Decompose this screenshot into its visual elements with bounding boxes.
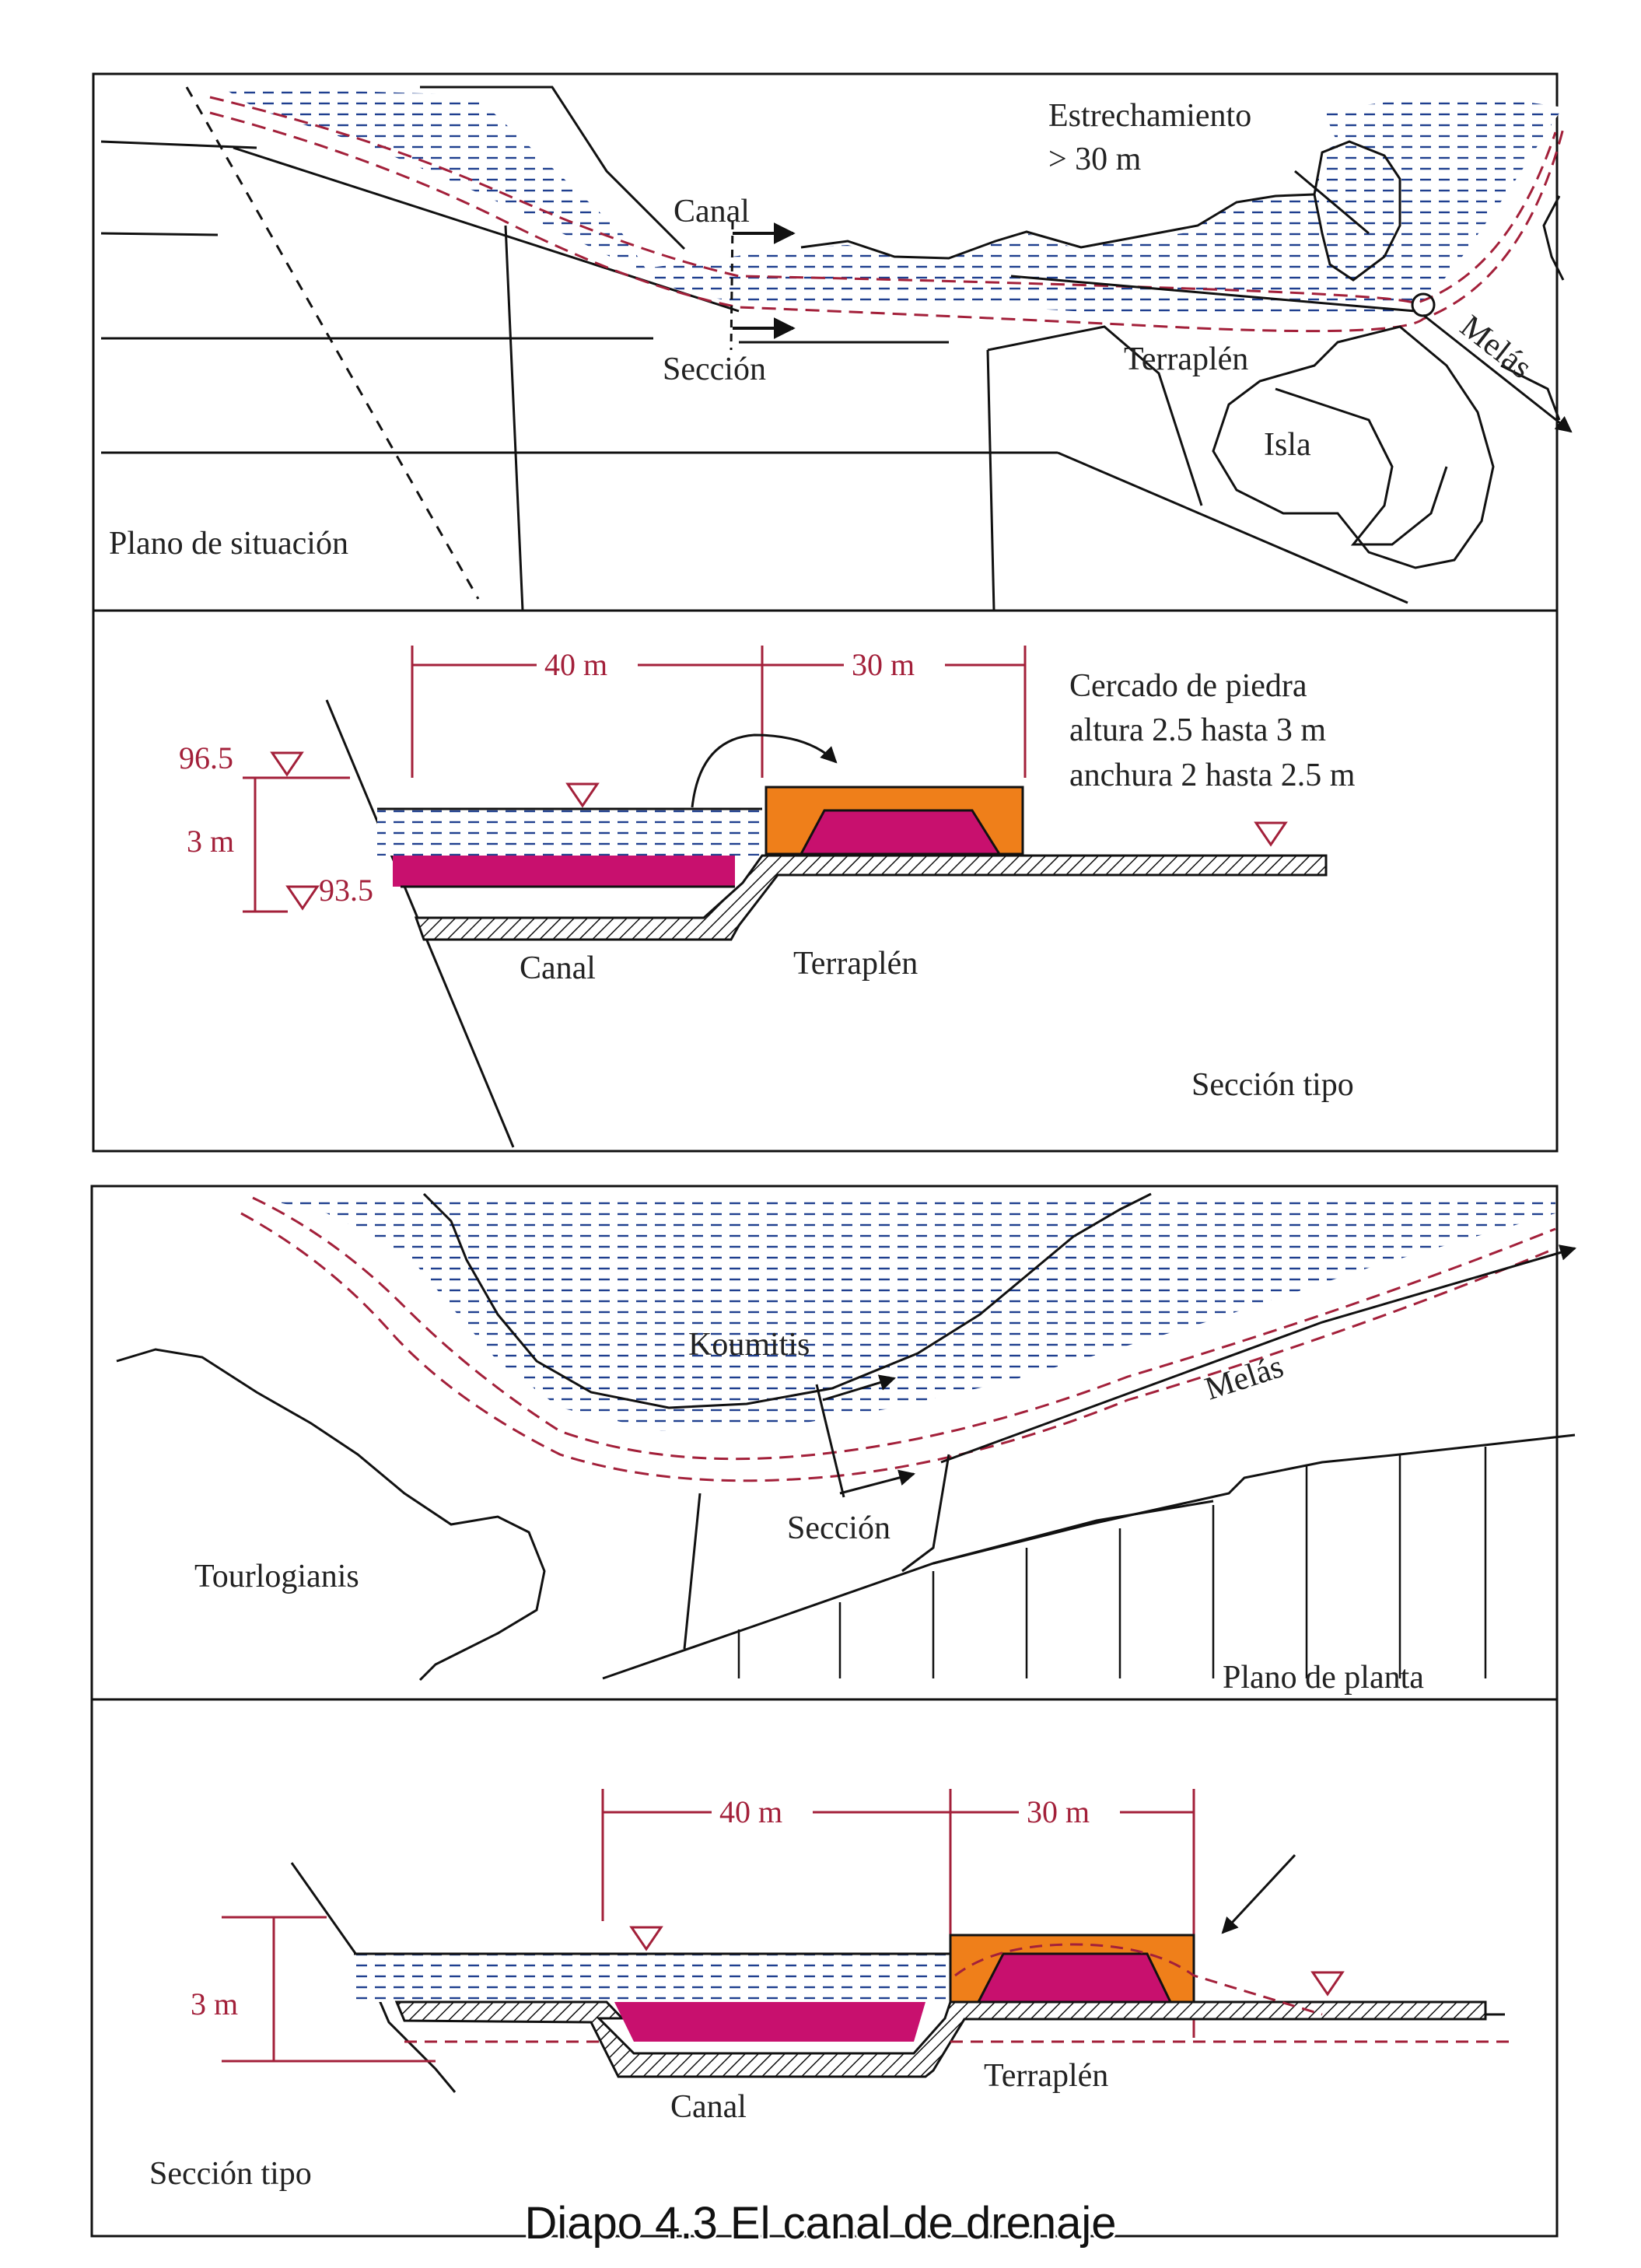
lower-road [932, 1500, 1214, 1565]
promontory [1313, 140, 1401, 282]
label-tourlogianis: Tourlogianis [194, 1559, 359, 1594]
embankment-outline [954, 1943, 1323, 2016]
dim-label-bg-40m [712, 1791, 813, 1830]
shore-left [420, 86, 686, 250]
shore-top [800, 193, 1315, 260]
road-main [602, 1433, 1576, 1680]
boundary-v1 [504, 225, 524, 611]
embankment-outline-lower [240, 1212, 1556, 1482]
dim-label-40m: 40 m [544, 647, 607, 682]
sediment-layer [393, 856, 735, 887]
water-body [222, 87, 1563, 319]
water-body [241, 1194, 1555, 1431]
pointer-arrow [1221, 1853, 1296, 1934]
label-koumitis: Koumitis [688, 1327, 810, 1363]
note-line-2: altura 2.5 hasta 3 m [1069, 712, 1326, 748]
road-upper [683, 1493, 702, 1650]
road-upper [233, 146, 740, 313]
dim-label-30m: 30 m [1027, 1794, 1090, 1829]
note-line-3: anchura 2 hasta 2.5 m [1069, 758, 1356, 793]
panel-plano-situacion: Estrechamiento > 30 m Canal Sección Terr… [92, 72, 1573, 612]
shore-right [1542, 195, 1565, 281]
panel-frame [92, 609, 1559, 1153]
panel-seccion-tipo-2: 40 m 30 m 3 m Canal Terraplén Sección ti… [90, 1698, 1559, 2238]
road-1 [100, 140, 257, 149]
label-narrowing: Estrechamiento [1048, 98, 1251, 134]
island [1212, 325, 1495, 569]
narrowing-pointer [1294, 170, 1370, 235]
slope-line [290, 1862, 457, 2093]
section-arrow-bottom [839, 1469, 916, 1495]
boundary-v2 [986, 349, 995, 611]
panel-title: Plano de situación [109, 526, 348, 562]
label-embankment: Terraplén [984, 2058, 1108, 2094]
panel-plano-planta: Koumitis Melás Sección Tourlogianis Plan… [90, 1185, 1577, 1701]
label-section: Sección [663, 352, 766, 387]
section-line [815, 1384, 845, 1498]
canal-flow-line [1010, 275, 1416, 313]
shore-left [422, 1192, 1152, 1409]
dashed-boundary [185, 86, 480, 600]
height-label: 3 m [191, 1986, 238, 2021]
note-line-1: Cercado de piedra [1069, 668, 1307, 704]
slide-caption: Diapo 4.3 El canal de drenaje [525, 2198, 1117, 2249]
embankment-outline-upper [209, 96, 1557, 305]
tourlogianis-land [116, 1348, 546, 1682]
road-2 [100, 232, 219, 236]
canal-water [377, 809, 762, 856]
dim-label-bg-30m [1019, 1791, 1120, 1830]
label-canal: Canal [520, 950, 596, 986]
island-inner [1275, 387, 1448, 546]
label-canal: Canal [674, 194, 750, 229]
level-marker-ground [1310, 1971, 1345, 1997]
flow-arrow [1422, 313, 1573, 433]
panel-seccion-tipo-1: 40 m 30 m 96.5 93.5 3 m Cercado de piedr… [92, 609, 1559, 1153]
panel-title: Sección tipo [1191, 1067, 1354, 1103]
level-top-label: 96.5 [179, 740, 233, 775]
panel-title: Plano de planta [1223, 1660, 1424, 1696]
melas-river [940, 1244, 1577, 1464]
embankment-outline-lower [209, 111, 1565, 333]
level-marker-bottom [285, 885, 320, 911]
embankment-core [799, 809, 1002, 856]
embankment-outline-upper [252, 1196, 1556, 1461]
label-embankment: Terraplén [793, 946, 918, 982]
transfer-arrow [691, 733, 838, 808]
panel-title: Sección tipo [149, 2156, 312, 2192]
boundary-embank [987, 325, 1203, 506]
section-arrow-top [822, 1374, 897, 1402]
dim-label-30m: 30 m [852, 647, 915, 682]
section-line [730, 221, 734, 351]
dim-label-bg-40m [537, 644, 638, 683]
narrowing-marker [1411, 292, 1436, 317]
canal-bed-hatch [414, 854, 1328, 941]
road-diag [1057, 451, 1408, 604]
embankment-core [976, 1952, 1173, 2004]
label-narrowing-width: > 30 m [1048, 142, 1142, 177]
level-marker-water [565, 782, 600, 808]
sediment-layer [614, 2002, 925, 2042]
height-label: 3 m [187, 824, 234, 859]
label-river: Melás [1454, 309, 1538, 386]
level-bottom-label: 93.5 [319, 873, 373, 908]
label-section: Sección [787, 1510, 890, 1546]
dim-label-bg-30m [844, 644, 945, 683]
level-marker-ground [1254, 821, 1288, 847]
panel-frame [90, 1698, 1559, 2238]
level-marker-top [270, 751, 304, 777]
canal-water [354, 1954, 949, 2002]
label-island: Isla [1264, 427, 1311, 463]
river-right [1500, 364, 1561, 421]
dim-label-40m: 40 m [719, 1794, 782, 1829]
label-canal: Canal [670, 2089, 747, 2125]
road-split [901, 1454, 950, 1573]
label-river: Melás [1201, 1349, 1288, 1407]
label-embankment: Terraplén [1124, 341, 1248, 377]
ground-hatch [394, 2000, 1487, 2078]
level-marker-water [629, 1926, 663, 1951]
